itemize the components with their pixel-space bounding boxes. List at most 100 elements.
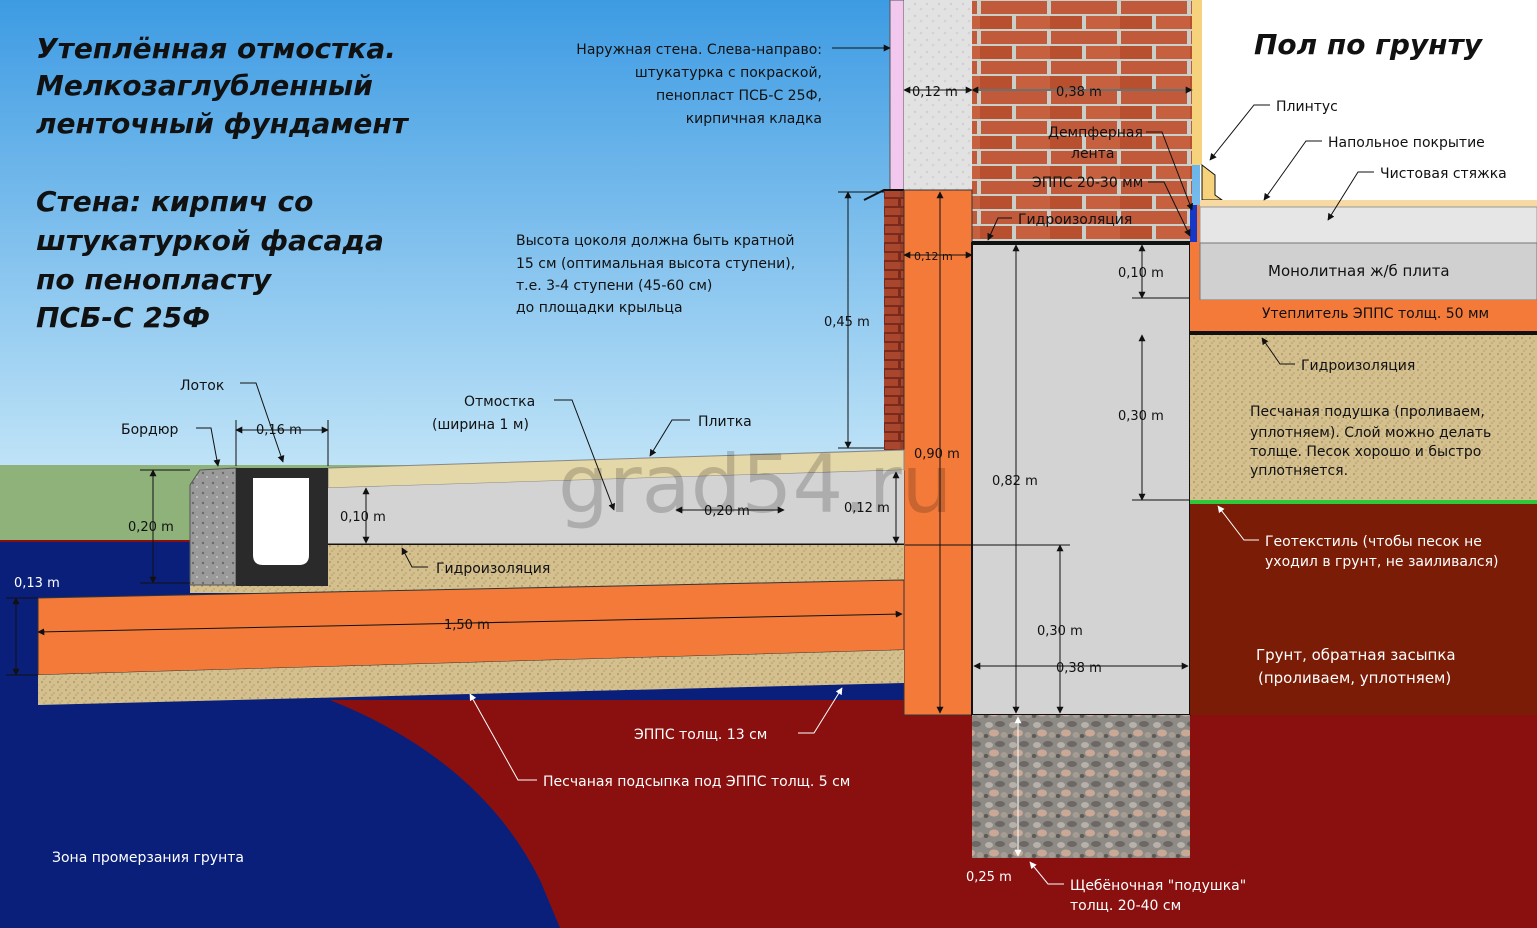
backfill-soil bbox=[1190, 504, 1537, 715]
sand-cushion-label-3: толще. Песок хорошо и быстро bbox=[1250, 444, 1481, 460]
waterproof-floor-label: Гидроизоляция bbox=[1301, 358, 1415, 374]
floor-title: Пол по грунту bbox=[1254, 28, 1484, 61]
dim-045: 0,45 m bbox=[824, 315, 870, 330]
dim-012-top: 0,12 m bbox=[912, 85, 958, 100]
outer-wall-label-4: кирпичная кладка bbox=[686, 111, 822, 127]
dim-line-150 bbox=[37, 610, 903, 636]
blind-area-label-2: (ширина 1 м) bbox=[432, 417, 529, 433]
plinth-note-4: до площадки крыльца bbox=[516, 300, 683, 316]
floor-cover-leader bbox=[1263, 140, 1322, 201]
screed-leader bbox=[1327, 171, 1374, 221]
gravel-label-1: Щебёночная "подушка" bbox=[1070, 878, 1246, 894]
sand-bedding-5cm bbox=[38, 650, 904, 705]
outer-wall-label-3: пенопласт ПСБ-С 25Ф, bbox=[656, 88, 822, 104]
sand-5-leader bbox=[469, 693, 537, 781]
dim-010-slab: 0,10 m bbox=[1118, 266, 1164, 281]
title-line-2: Мелкозаглубленный bbox=[36, 69, 373, 102]
dim-020-curb: 0,20 m bbox=[128, 520, 174, 535]
soil-label-2: (проливаем, уплотняем) bbox=[1258, 669, 1451, 687]
floor-covering bbox=[1200, 200, 1537, 207]
dim-150: 1,50 m bbox=[444, 618, 490, 633]
epps-13-label: ЭППС толщ. 13 см bbox=[634, 727, 767, 743]
sand-cushion-label-1: Песчаная подушка (проливаем, bbox=[1250, 404, 1485, 420]
waterproof-floor-leader bbox=[1261, 337, 1295, 365]
floor-cover-label: Напольное покрытие bbox=[1328, 135, 1485, 151]
dim-013: 0,13 m bbox=[14, 576, 60, 591]
waterproof-left-label: Гидроизоляция bbox=[436, 561, 550, 577]
dim-010-blind: 0,10 m bbox=[340, 510, 386, 525]
screed-label: Чистовая стяжка bbox=[1380, 166, 1507, 182]
finishing-screed bbox=[1199, 206, 1537, 244]
damper-label-2: лента bbox=[1071, 146, 1114, 162]
brick-wall bbox=[972, 0, 1192, 243]
slab-label: Монолитная ж/б плита bbox=[1268, 262, 1450, 280]
blind-area-label-1: Отмостка bbox=[464, 394, 535, 410]
tray-label: Лоток bbox=[180, 378, 224, 394]
plinth-note-1: Высота цоколя должна быть кратной bbox=[516, 233, 794, 249]
wall-title-line-3: по пенопласту bbox=[36, 263, 273, 296]
outer-wall-label-1: Наружная стена. Слева-направо: bbox=[576, 42, 822, 58]
geotextile-label-1: Геотекстиль (чтобы песок не bbox=[1265, 534, 1482, 550]
epps-wall-edge bbox=[1190, 205, 1200, 300]
plinth-note-2: 15 см (оптимальная высота ступени), bbox=[516, 256, 795, 272]
damper-tape bbox=[1190, 205, 1197, 242]
damper-leader bbox=[1146, 131, 1194, 211]
skirting-profile bbox=[1201, 163, 1224, 201]
epps-13-leader bbox=[798, 687, 843, 734]
skirting-leader bbox=[1209, 104, 1270, 161]
drain-tray-channel bbox=[253, 478, 309, 565]
gravel-label-2: толщ. 20-40 см bbox=[1070, 898, 1181, 914]
outer-wall-label-2: штукатурка с покраской, bbox=[635, 65, 822, 81]
plinth-brick bbox=[884, 190, 904, 450]
damper-label-1: Демпферная bbox=[1048, 125, 1143, 141]
watermark: grad54.ru bbox=[558, 438, 952, 531]
room-interior bbox=[1200, 0, 1537, 205]
epps-wall-label: ЭППС 20-30 мм bbox=[1032, 175, 1143, 191]
dim-012-blind: 0,12 m bbox=[844, 501, 890, 516]
tray-leader bbox=[240, 382, 285, 463]
blind-area-leader bbox=[554, 399, 616, 511]
gravel-cushion bbox=[972, 715, 1190, 858]
soil-label-1: Грунт, обратная засыпка bbox=[1256, 646, 1456, 664]
geotextile-label-2: уходил в грунт, не заиливался) bbox=[1265, 554, 1499, 570]
dim-030-found: 0,30 m bbox=[1037, 624, 1083, 639]
dim-030-sand: 0,30 m bbox=[1118, 409, 1164, 424]
dim-025: 0,25 m bbox=[966, 870, 1012, 885]
floor-epps bbox=[1190, 300, 1537, 332]
freeze-zone-label: Зона промерзания грунта bbox=[52, 850, 244, 866]
dim-090: 0,90 m bbox=[914, 447, 960, 462]
dim-038-found: 0,38 m bbox=[1056, 661, 1102, 676]
wall-title-line-1: Стена: кирпич со bbox=[36, 185, 313, 218]
curb-stone bbox=[189, 467, 237, 586]
strip-foundation bbox=[971, 242, 1191, 716]
waterproof-wall-label: Гидроизоляция bbox=[1018, 212, 1132, 228]
dim-082: 0,82 m bbox=[992, 474, 1038, 489]
blind-area-concrete bbox=[328, 470, 904, 545]
dim-016: 0,16 m bbox=[256, 423, 302, 438]
dim-038-top: 0,38 m bbox=[1056, 85, 1102, 100]
skirting-label: Плинтус bbox=[1276, 99, 1338, 115]
sand-5-label: Песчаная подсыпка под ЭППС толщ. 5 см bbox=[543, 774, 850, 790]
waterproof-wall-leader bbox=[987, 217, 1012, 241]
sand-cushion-label-2: уплотняем). Слой можно делать bbox=[1250, 425, 1491, 441]
wall-title-line-2: штукатуркой фасада bbox=[36, 224, 384, 257]
tile-leader bbox=[649, 419, 690, 457]
waterproof-left-leader bbox=[401, 547, 428, 568]
dim-020-blind: 0,20 m bbox=[704, 504, 750, 519]
title-line-3: ленточный фундамент bbox=[36, 107, 410, 140]
plaster-layer bbox=[889, 0, 905, 191]
dim-012-mid: 0,12 m bbox=[914, 250, 953, 263]
floor-sand-cushion bbox=[1190, 335, 1537, 502]
floor-insul-label: Утеплитель ЭППС толщ. 50 мм bbox=[1262, 306, 1489, 322]
tile-label: Плитка bbox=[698, 414, 752, 430]
geotextile-leader bbox=[1217, 505, 1259, 541]
foam-psb-layer bbox=[904, 0, 972, 190]
plinth-note-3: т.е. 3-4 ступени (45-60 см) bbox=[516, 278, 712, 294]
curb-leader bbox=[196, 427, 221, 467]
drip-edge bbox=[863, 189, 904, 201]
skirting-board-wall bbox=[1192, 0, 1202, 165]
gravel-leader bbox=[1029, 861, 1064, 885]
epps-wall-leader bbox=[1148, 181, 1191, 237]
